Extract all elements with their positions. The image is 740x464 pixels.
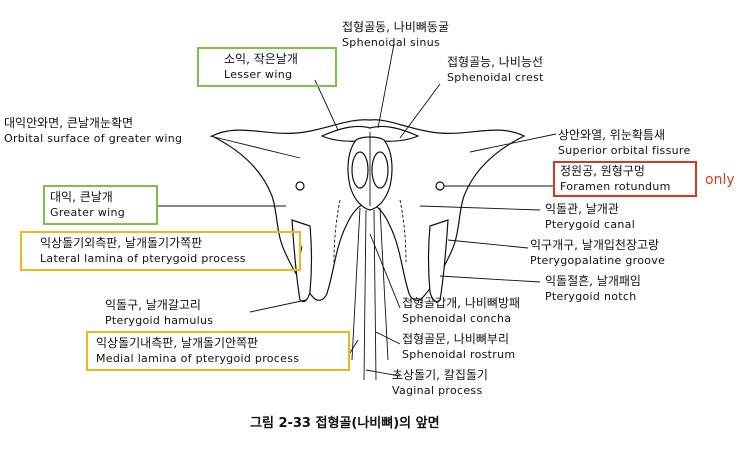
label-ko: 대익, 큰날개	[50, 190, 113, 204]
label-en: Sphenoidal rostrum	[402, 348, 516, 361]
label-pterygoid-hamulus: 익돌구, 날개갈고리 Pterygoid hamulus	[105, 298, 213, 328]
label-ko: 접형골갑개, 나비뼈방패	[402, 296, 521, 310]
label-sphenoidal-crest: 접형골능, 나비능선 Sphenoidal crest	[447, 55, 544, 85]
label-lesser-wing: 소익, 작은날개 Lesser wing	[224, 52, 298, 82]
label-en: Sphenoidal crest	[447, 71, 544, 84]
greater-wing-highlight	[43, 185, 158, 225]
label-ko: 접형골문, 나비뼈부리	[402, 332, 509, 346]
label-ko: 익상돌기외측판, 날개돌기가쪽판	[40, 236, 203, 250]
label-en: Greater wing	[50, 206, 126, 219]
label-ko: 초상돌기, 칼집돌기	[392, 368, 488, 382]
label-en: Pterygoid canal	[545, 218, 636, 231]
label-sphenoidal-rostrum: 접형골문, 나비뼈부리 Sphenoidal rostrum	[402, 332, 515, 362]
label-en: Lesser wing	[224, 68, 293, 81]
lesser-wing-highlight	[197, 47, 337, 87]
label-en: Superior orbital fissure	[558, 144, 691, 157]
label-ko: 소익, 작은날개	[224, 52, 298, 66]
label-pterygoid-notch: 익돌절흔, 날개패임 Pterygoid notch	[545, 274, 641, 304]
label-en: Pterygoid notch	[545, 290, 637, 303]
figure-caption: 그림 2-33 접형골(나비뼈)의 앞면	[250, 416, 440, 431]
label-en: Pterygoid hamulus	[105, 314, 214, 327]
label-en: Foramen rotundum	[560, 180, 671, 193]
foramen-rotundum-highlight	[553, 161, 697, 197]
label-lateral-lamina: 익상돌기외측판, 날개돌기가쪽판 Lateral lamina of ptery…	[40, 236, 246, 266]
label-orbital-surface: 대익안와면, 큰날개눈확면 Orbital surface of greater…	[4, 116, 182, 146]
label-ko: 접형골동, 나비뼈동굴	[342, 20, 449, 34]
label-ko: 대익안와면, 큰날개눈확면	[4, 116, 134, 130]
label-foramen-rotundum: 정원공, 원형구멍 Foramen rotundum	[560, 164, 671, 194]
label-pterygopalatine-groove: 익구개구, 날개입천장고랑 Pterygopalatine groove	[530, 238, 665, 268]
label-ko: 정원공, 원형구멍	[560, 164, 645, 178]
label-sphenoidal-sinus: 접형골동, 나비뼈동굴 Sphenoidal sinus	[342, 20, 449, 50]
label-en: Pterygopalatine groove	[530, 254, 666, 267]
label-en: Medial lamina of pterygoid process	[96, 352, 300, 365]
label-superior-orbital-fissure: 상안와열, 위눈확틈새 Superior orbital fissure	[558, 128, 691, 158]
only-note: only	[705, 172, 735, 188]
label-greater-wing: 대익, 큰날개 Greater wing	[50, 190, 125, 220]
label-en: Sphenoidal sinus	[342, 36, 440, 49]
label-ko: 익구개구, 날개입천장고랑	[530, 238, 660, 252]
label-ko: 익돌관, 날개관	[545, 202, 619, 216]
label-en: Sphenoidal concha	[402, 312, 512, 325]
label-ko: 익상돌기내측판, 날개돌기안쪽판	[96, 336, 259, 350]
label-ko: 익돌구, 날개갈고리	[105, 298, 201, 312]
label-ko: 익돌절흔, 날개패임	[545, 274, 641, 288]
label-en: Lateral lamina of pterygoid process	[40, 252, 246, 265]
lateral-lamina-highlight	[20, 231, 301, 271]
label-medial-lamina: 익상돌기내측판, 날개돌기안쪽판 Medial lamina of pteryg…	[96, 336, 299, 366]
label-ko: 상안와열, 위눈확틈새	[558, 128, 665, 142]
label-vaginal-process: 초상돌기, 칼집돌기 Vaginal process	[392, 368, 488, 398]
label-en: Vaginal process	[392, 384, 483, 397]
label-pterygoid-canal: 익돌관, 날개관 Pterygoid canal	[545, 202, 635, 232]
label-sphenoidal-concha: 접형골갑개, 나비뼈방패 Sphenoidal concha	[402, 296, 520, 326]
label-en: Orbital surface of greater wing	[4, 132, 183, 145]
label-ko: 접형골능, 나비능선	[447, 55, 543, 69]
medial-lamina-highlight	[86, 331, 350, 371]
